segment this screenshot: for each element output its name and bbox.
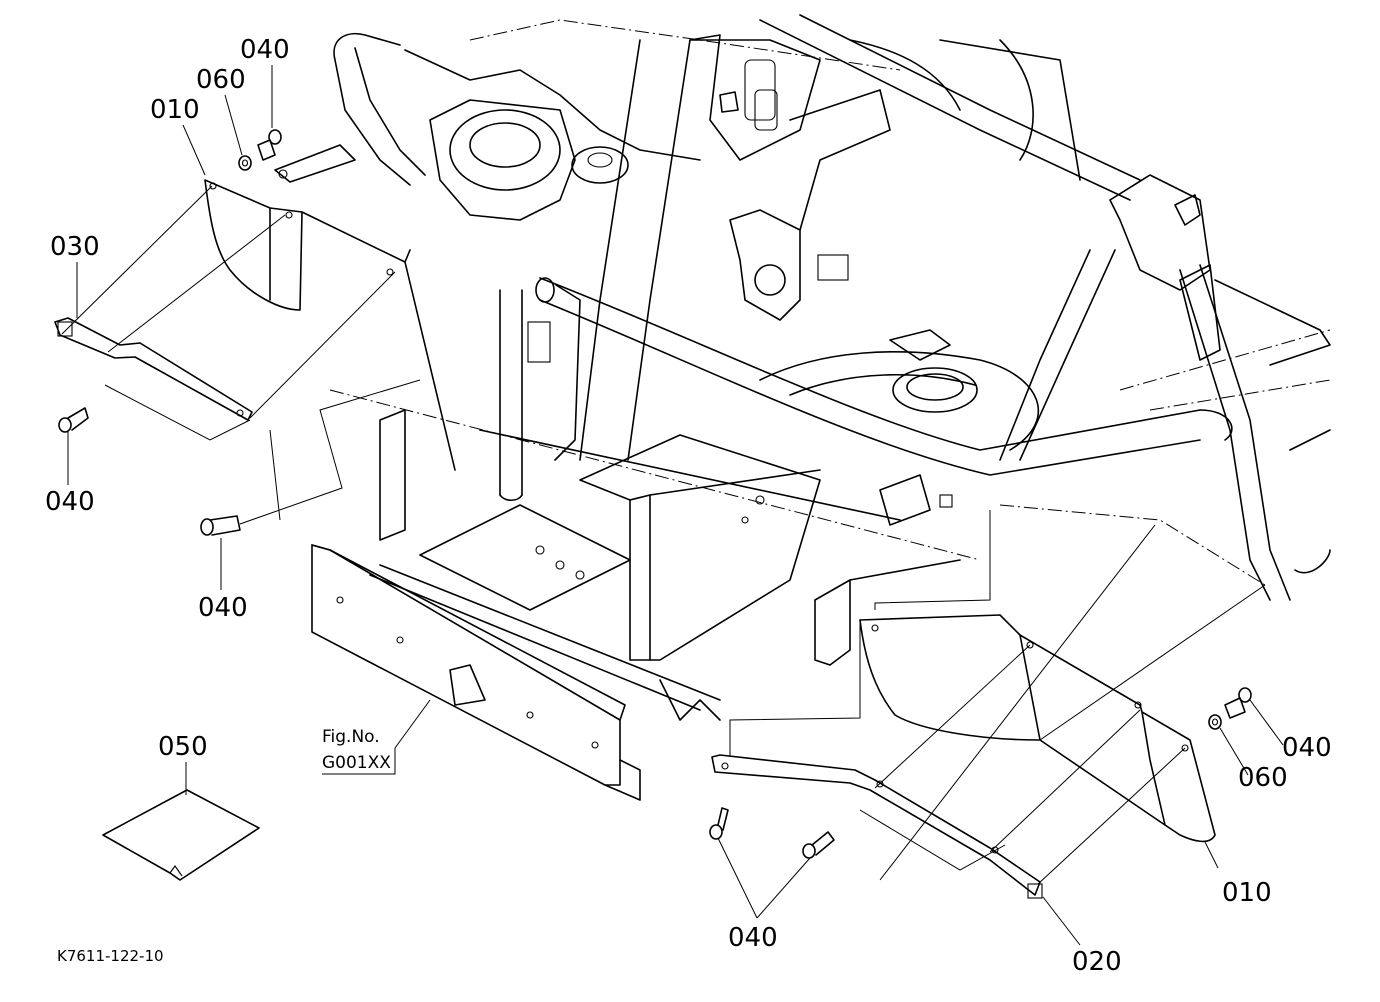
callout-040-top-left: 040 bbox=[240, 35, 290, 65]
front-bumper-frame bbox=[311, 409, 961, 801]
callout-030: 030 bbox=[50, 232, 100, 262]
frame-structure bbox=[274, 14, 1331, 601]
callout-060-right: 060 bbox=[1238, 763, 1288, 793]
diagram-code: K7611-122-10 bbox=[57, 947, 164, 965]
part-050-sheet bbox=[102, 789, 260, 881]
callout-leaders bbox=[67, 65, 1284, 946]
fig-ref-underline bbox=[322, 748, 396, 775]
callout-020: 020 bbox=[1072, 947, 1122, 977]
callout-040-low-left: 040 bbox=[198, 593, 248, 623]
callout-010-right: 010 bbox=[1222, 878, 1272, 908]
callout-040-mid-left: 040 bbox=[45, 487, 95, 517]
fig-ref-label: Fig.No. bbox=[322, 727, 380, 747]
callout-060-top-left: 060 bbox=[196, 65, 246, 95]
fig-ref-number: G001XX bbox=[322, 753, 391, 773]
callout-040-right: 040 bbox=[1282, 733, 1332, 763]
callout-040-bottom: 040 bbox=[728, 923, 778, 953]
callout-010-top-left: 010 bbox=[150, 95, 200, 125]
left-side-cover-parts bbox=[54, 129, 456, 536]
right-side-cover-parts bbox=[709, 504, 1266, 899]
callout-050: 050 bbox=[158, 732, 208, 762]
